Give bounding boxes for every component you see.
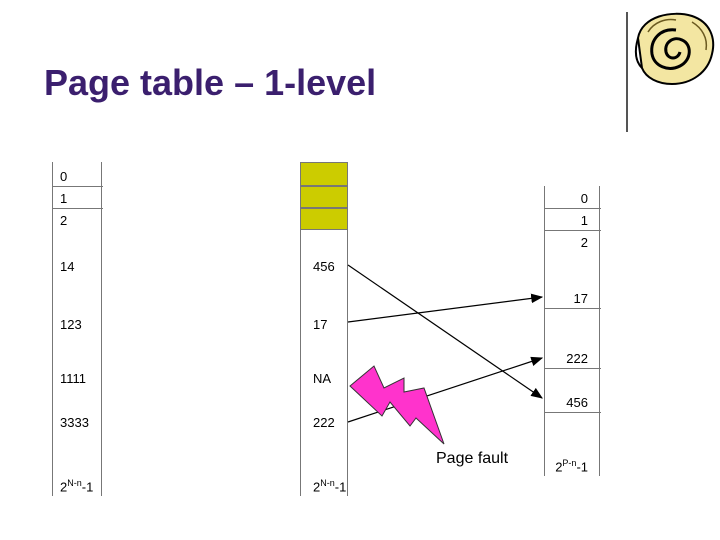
physical-frame-label: 17 [573,291,588,306]
page-table-entry-3333: 222 [300,410,348,432]
page-table-value: 456 [313,259,335,274]
physical-frame-0: 0 [544,186,600,208]
virtual-page-label: 0 [60,169,68,184]
arrow-17-mapping [347,293,544,323]
virtual-gap [52,334,102,368]
page-table-entry-2 [300,208,348,230]
physical-frame-label: 456 [566,395,588,410]
virtual-separator [52,207,103,209]
virtual-page-0: 0 [52,162,102,186]
physical-frame-456: 456 [544,390,600,412]
page-table-gap [300,276,348,312]
page-fault-lightning-icon [349,365,445,445]
scroll-logo-icon [634,12,715,86]
virtual-gap [52,230,102,274]
virtual-gap [52,432,102,472]
virtual-page-14: 14 [52,254,102,276]
physical-gap [544,412,600,452]
virtual-gap [52,388,102,412]
page-table-entry-last: 2N-n-1 [300,472,348,496]
page-table-value: NA [313,371,332,386]
virtual-page-label: 2 [60,213,68,228]
page-table-entry-14: 456 [300,254,348,276]
physical-separator [544,307,601,309]
virtual-page-label: 1 [60,191,68,206]
virtual-page-1111: 1111 [52,366,102,388]
header-divider [626,12,628,132]
virtual-page-label: 14 [60,259,75,274]
page-table-entry-1 [300,186,348,208]
physical-gap [544,308,600,346]
physical-gap [544,368,600,390]
physical-frame-label: 222 [566,351,588,366]
virtual-page-label: 123 [60,317,82,332]
physical-frame-1: 1 [544,208,600,230]
virtual-page-1: 1 [52,186,102,208]
page-title: Page table – 1-level [44,62,377,103]
page-table-gap [300,334,348,366]
virtual-page-label: 1111 [60,371,87,386]
physical-separator [544,411,601,413]
page-table-gap [300,432,348,472]
page-table-value: 2N-n-1 [313,477,347,494]
physical-frame-label: 2P-n-1 [555,457,588,474]
physical-frame-17: 17 [544,286,600,308]
page-fault-label: Page fault [436,450,509,467]
physical-frame-label: 2 [580,235,588,250]
page-table-value: 222 [313,415,335,430]
page-table-gap [300,388,348,410]
virtual-page-123: 123 [52,312,102,334]
virtual-page-3333: 3333 [52,410,102,432]
physical-separator [544,229,601,231]
virtual-page-2: 2 [52,208,102,230]
page-table-entry-0 [300,162,348,186]
virtual-gap [52,276,102,332]
page-table-gap [300,230,348,254]
physical-frame-222: 222 [544,346,600,368]
physical-frame-2: 2 [544,230,600,252]
physical-separator [544,207,601,209]
page-table-entry-1111: NA [300,366,348,388]
page-table-value: 17 [313,317,328,332]
virtual-page-label: 3333 [60,415,89,430]
physical-frame-last: 2P-n-1 [544,452,600,476]
virtual-separator [52,185,103,187]
virtual-page-label: 2N-n-1 [60,477,94,494]
physical-gap [544,252,600,286]
physical-frame-label: 1 [580,213,588,228]
page-table-entry-123: 17 [300,312,348,334]
physical-frame-label: 0 [580,191,588,206]
physical-separator [544,367,601,369]
arrow-456-mapping [347,264,543,399]
virtual-page-last: 2N-n-1 [52,472,102,496]
